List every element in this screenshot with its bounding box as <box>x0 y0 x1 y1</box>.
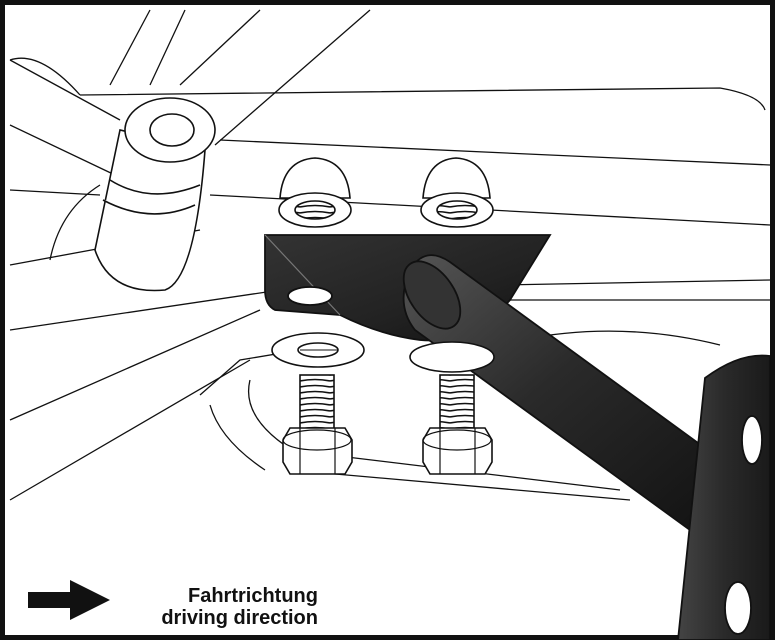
cap-nut-left <box>278 157 352 228</box>
arrow-right-icon <box>28 580 110 620</box>
caption-german: Fahrtrichtung <box>188 585 318 607</box>
bolt-right <box>422 374 493 475</box>
support-tube <box>402 254 737 532</box>
washer-left <box>271 332 365 368</box>
cap-nut-right <box>420 157 494 228</box>
bolt-left <box>282 374 353 475</box>
side-plate <box>677 354 771 640</box>
direction-caption: Fahrtrichtung driving direction <box>118 585 318 629</box>
column-tube <box>94 97 216 292</box>
caption-english: driving direction <box>161 607 318 629</box>
washer-right <box>409 341 495 373</box>
